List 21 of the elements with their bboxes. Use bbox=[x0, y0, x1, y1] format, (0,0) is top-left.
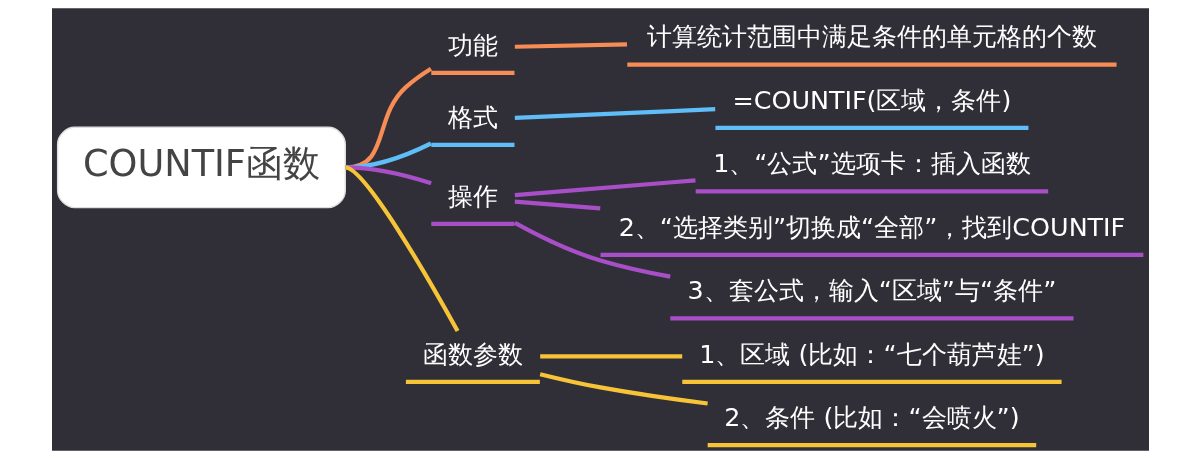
node-text: 格式 bbox=[447, 101, 498, 132]
node-text: 功能 bbox=[447, 29, 498, 60]
node-text: 2、“选择类别”切换成“全部”，找到COUNTIF bbox=[618, 211, 1125, 242]
node-text: 1、“公式”选项卡：插入函数 bbox=[712, 148, 1031, 179]
connector bbox=[513, 221, 671, 279]
node-text: 函数参数 bbox=[422, 338, 523, 369]
node-text: 操作 bbox=[447, 180, 498, 211]
node-text: 计算统计范围中满足条件的单元格的个数 bbox=[646, 21, 1097, 52]
node-box: COUNTIF函数 bbox=[56, 126, 346, 209]
connector bbox=[514, 178, 696, 198]
connector bbox=[514, 107, 715, 120]
node-text: 2、条件 (比如：“会喷火”) bbox=[723, 402, 1020, 433]
connector bbox=[344, 165, 432, 186]
connector bbox=[539, 354, 682, 359]
node-text: =COUNTIF(区域，条件) bbox=[731, 84, 1011, 115]
node-text: 1、区域 (比如：“七个葫芦娃”) bbox=[698, 338, 1045, 369]
connector bbox=[514, 199, 600, 211]
node-text: 3、套公式，输入“区域”与“条件” bbox=[687, 275, 1056, 306]
connector bbox=[344, 165, 459, 332]
connector bbox=[514, 42, 627, 49]
connector bbox=[539, 372, 708, 406]
